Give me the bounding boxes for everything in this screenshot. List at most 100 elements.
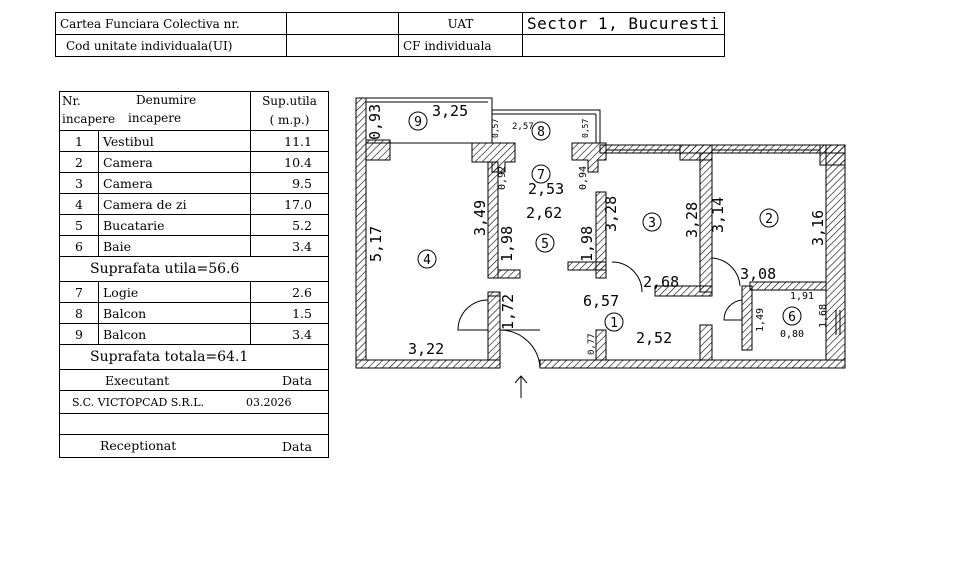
room-name: Vestibul — [98, 130, 251, 152]
dim-094: 0,94 — [578, 166, 589, 190]
dim-328a: 3,28 — [602, 196, 620, 232]
rooms-table: Nr. incapere Denumire incapere Sup.utila… — [59, 91, 329, 458]
room-number-7: 7 — [537, 168, 545, 183]
balcony-9-outline — [366, 97, 493, 143]
executant-date: 03.2026 — [246, 396, 292, 409]
dim-349: 3,49 — [471, 200, 489, 236]
room-number-4: 4 — [423, 253, 431, 268]
col-nr-line2: incapere — [62, 112, 116, 126]
wall-5-bottom-left — [497, 269, 521, 279]
dim-257: 2,57 — [512, 122, 534, 132]
room-number-5: 5 — [541, 237, 549, 252]
room-number-6: 6 — [788, 310, 796, 325]
dim-262: 2,62 — [526, 204, 562, 222]
wall-bottom-right — [539, 359, 846, 369]
dim-172: 1,72 — [499, 294, 517, 330]
pillar-683 — [679, 144, 713, 161]
wall-5-right — [595, 191, 607, 279]
entrance-arrow-icon — [514, 375, 528, 398]
room-area: 2.6 — [250, 281, 329, 303]
executant-label: Executant — [105, 373, 170, 388]
room-area: 5.2 — [250, 214, 329, 236]
dim-198b: 1,98 — [578, 226, 596, 262]
dim-657: 6,57 — [583, 292, 619, 310]
walls — [355, 97, 846, 369]
room-name: Camera — [98, 172, 251, 194]
dim-322: 3,22 — [408, 340, 444, 358]
door-4 — [457, 299, 489, 331]
room-number-9: 9 — [414, 115, 422, 130]
rooms-header-left: Nr. incapere Denumire incapere — [59, 91, 251, 131]
dim-314: 3,14 — [709, 197, 727, 233]
wall-5-bottom — [567, 261, 607, 271]
wall-2-bottom — [749, 281, 827, 291]
dim-092: 0,92 — [497, 166, 508, 190]
suprafata-totala: Suprafata totala=64.1 — [59, 344, 329, 370]
header-table: Cartea Funciara Colectiva nr. UAT Sector… — [55, 12, 725, 57]
balcony-lines — [366, 97, 841, 369]
col-area-line1: Sup.utila — [262, 94, 317, 108]
dim-080: 0,80 — [780, 329, 804, 340]
wall-pillar-252 — [699, 324, 713, 361]
room-name: Bucatarie — [98, 214, 251, 236]
dim-517: 5,17 — [367, 226, 385, 262]
executant-info-row: S.C. VICTOPCAD S.R.L. 03.2026 — [59, 390, 329, 414]
dim-057b: 0,57 — [581, 119, 590, 138]
room-number-1: 1 — [610, 316, 618, 331]
dim-198a: 1,98 — [498, 226, 516, 262]
dim-149: 1,49 — [755, 308, 766, 332]
balcony-8-outline — [492, 109, 601, 143]
col-area-line2: ( m.p.) — [269, 113, 310, 127]
door-3 — [611, 261, 643, 293]
dim-077: 0,77 — [587, 333, 597, 355]
door-2 — [711, 257, 741, 287]
wall-bottom-left — [355, 359, 501, 369]
dim-328b: 3,28 — [683, 202, 701, 238]
executant-name: S.C. VICTOPCAD S.R.L. — [72, 396, 205, 409]
door-main — [499, 329, 541, 369]
room-numbers: 1 2 3 4 5 6 7 8 9 — [414, 115, 796, 331]
cf-individuala-label: CF individuala — [398, 34, 523, 57]
dim-093: 0,93 — [366, 104, 384, 140]
executant-data-label: Data — [282, 373, 312, 388]
receptionat-label: Receptionat — [100, 438, 177, 453]
pillar-right-top — [819, 144, 846, 166]
dim-253: 2,53 — [528, 180, 564, 198]
dim-168: 1,68 — [818, 304, 829, 328]
suprafata-utila: Suprafata utila=56.6 — [59, 256, 329, 282]
room-number-8: 8 — [537, 125, 545, 140]
wall-3-bottom — [654, 285, 713, 297]
room-number-2: 2 — [765, 212, 773, 227]
room-name: Camera — [98, 151, 251, 173]
dim-325: 3,25 — [432, 102, 468, 120]
pillar-left-top — [365, 139, 391, 161]
wall-left-ui — [487, 295, 501, 361]
room-number-3: 3 — [648, 216, 656, 231]
wall-pillar-077 — [595, 329, 607, 361]
receptionat-row: Receptionat Data — [59, 434, 329, 458]
wall-top-right — [599, 144, 846, 154]
dim-268: 2,68 — [643, 273, 679, 291]
col-nr-line1: Nr. — [62, 94, 81, 108]
dimension-labels: 0,93 3,25 0,57 2,57 0,57 0,92 2,53 0,94 … — [366, 102, 829, 358]
cf-colectiva-label: Cartea Funciara Colectiva nr. — [55, 12, 287, 35]
pillar-mid-b — [571, 142, 607, 173]
dim-252: 2,52 — [636, 329, 672, 347]
room-area: 3.4 — [250, 235, 329, 257]
cf-individuala-value — [522, 34, 725, 57]
col-name-line2: incapere — [128, 111, 182, 125]
room-circles — [408, 111, 802, 332]
dim-057a: 0,57 — [491, 119, 500, 138]
col-name-line1: Denumire — [136, 93, 197, 107]
dim-308: 3,08 — [740, 265, 776, 283]
pillar-mid-a — [471, 142, 516, 173]
col-area-header: Sup.utila ( m.p.) — [250, 91, 329, 131]
